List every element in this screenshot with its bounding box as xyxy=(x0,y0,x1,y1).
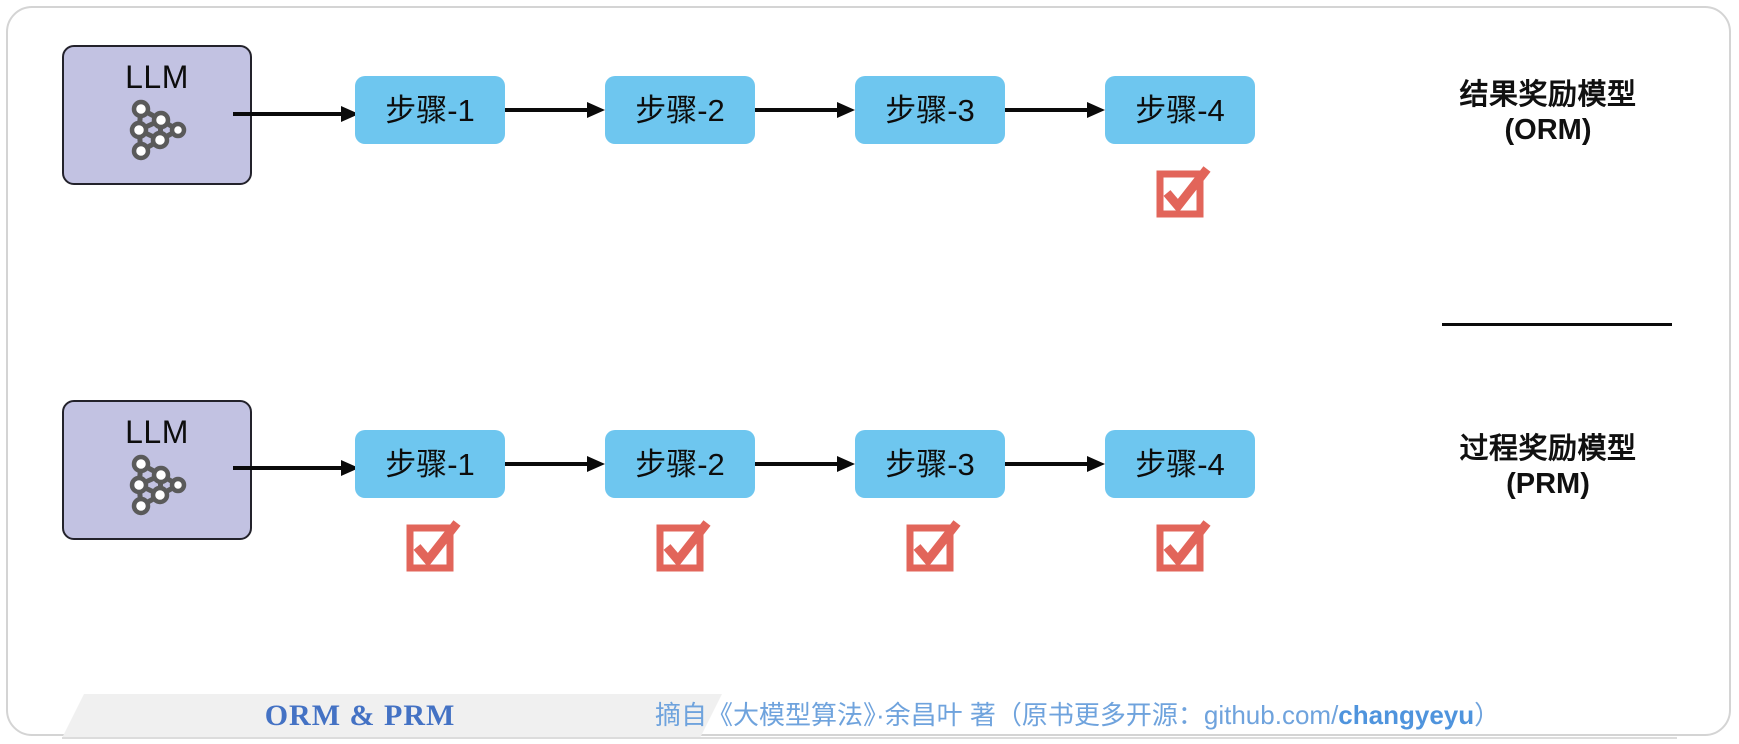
step-box-orm-3[interactable]: 步骤-3 xyxy=(855,76,1005,144)
arrow-step-1-to-2-prm xyxy=(505,454,605,474)
section-divider xyxy=(1442,323,1672,326)
footer-banner xyxy=(62,694,722,738)
step-box-prm-4[interactable]: 步骤-4 xyxy=(1105,430,1255,498)
footer-credit-suffix: ） xyxy=(1474,700,1501,730)
arrow-step-3-to-4-orm xyxy=(1005,100,1105,120)
step-box-orm-1[interactable]: 步骤-1 xyxy=(355,76,505,144)
step-label: 步骤-4 xyxy=(1135,446,1225,482)
checkmark-icon-prm-3 xyxy=(905,519,961,575)
neural-network-icon xyxy=(125,454,189,521)
step-label: 步骤-4 xyxy=(1135,92,1225,128)
footer-rule xyxy=(62,737,1677,739)
neural-network-icon xyxy=(125,99,189,166)
side-label-cn: 过程奖励模型 xyxy=(1459,433,1637,465)
side-label-en: (PRM) xyxy=(1506,468,1590,501)
arrow-step-2-to-3-prm xyxy=(755,454,855,474)
step-label: 步骤-1 xyxy=(385,92,475,128)
arrow-step-1-to-2-orm xyxy=(505,100,605,120)
footer-credit: 摘自《大模型算法》·余昌叶 著（原书更多开源：github.com/changy… xyxy=(655,701,1500,730)
arrow-llm-to-step-1-orm xyxy=(233,104,359,124)
arrow-llm-to-step-1-prm xyxy=(233,458,359,478)
checkmark-icon-prm-1 xyxy=(405,519,461,575)
arrow-step-2-to-3-orm xyxy=(755,100,855,120)
side-label-prm: 过程奖励模型 (PRM) xyxy=(1398,432,1698,503)
step-label: 步骤-3 xyxy=(885,446,975,482)
llm-box-orm: LLM xyxy=(62,45,252,185)
step-box-orm-2[interactable]: 步骤-2 xyxy=(605,76,755,144)
step-label: 步骤-2 xyxy=(635,446,725,482)
step-label: 步骤-3 xyxy=(885,92,975,128)
step-box-prm-3[interactable]: 步骤-3 xyxy=(855,430,1005,498)
step-box-orm-4[interactable]: 步骤-4 xyxy=(1105,76,1255,144)
step-label: 步骤-1 xyxy=(385,446,475,482)
footer-credit-prefix: 摘自《大模型算法》·余昌叶 著（原书更多开源：github.com/ xyxy=(655,700,1339,730)
footer-title: ORM & PRM xyxy=(264,699,456,732)
checkmark-icon-orm-4 xyxy=(1155,165,1211,221)
checkmark-icon-prm-4 xyxy=(1155,519,1211,575)
arrow-step-3-to-4-prm xyxy=(1005,454,1105,474)
step-box-prm-2[interactable]: 步骤-2 xyxy=(605,430,755,498)
checkmark-icon-prm-2 xyxy=(655,519,711,575)
side-label-cn: 结果奖励模型 xyxy=(1459,79,1637,111)
llm-box-prm: LLM xyxy=(62,400,252,540)
footer-credit-link[interactable]: changyeyu xyxy=(1338,700,1475,730)
llm-label: LLM xyxy=(125,59,189,95)
step-box-prm-1[interactable]: 步骤-1 xyxy=(355,430,505,498)
llm-label: LLM xyxy=(125,414,189,450)
side-label-orm: 结果奖励模型 (ORM) xyxy=(1398,78,1698,149)
step-label: 步骤-2 xyxy=(635,92,725,128)
side-label-en: (ORM) xyxy=(1504,114,1592,147)
